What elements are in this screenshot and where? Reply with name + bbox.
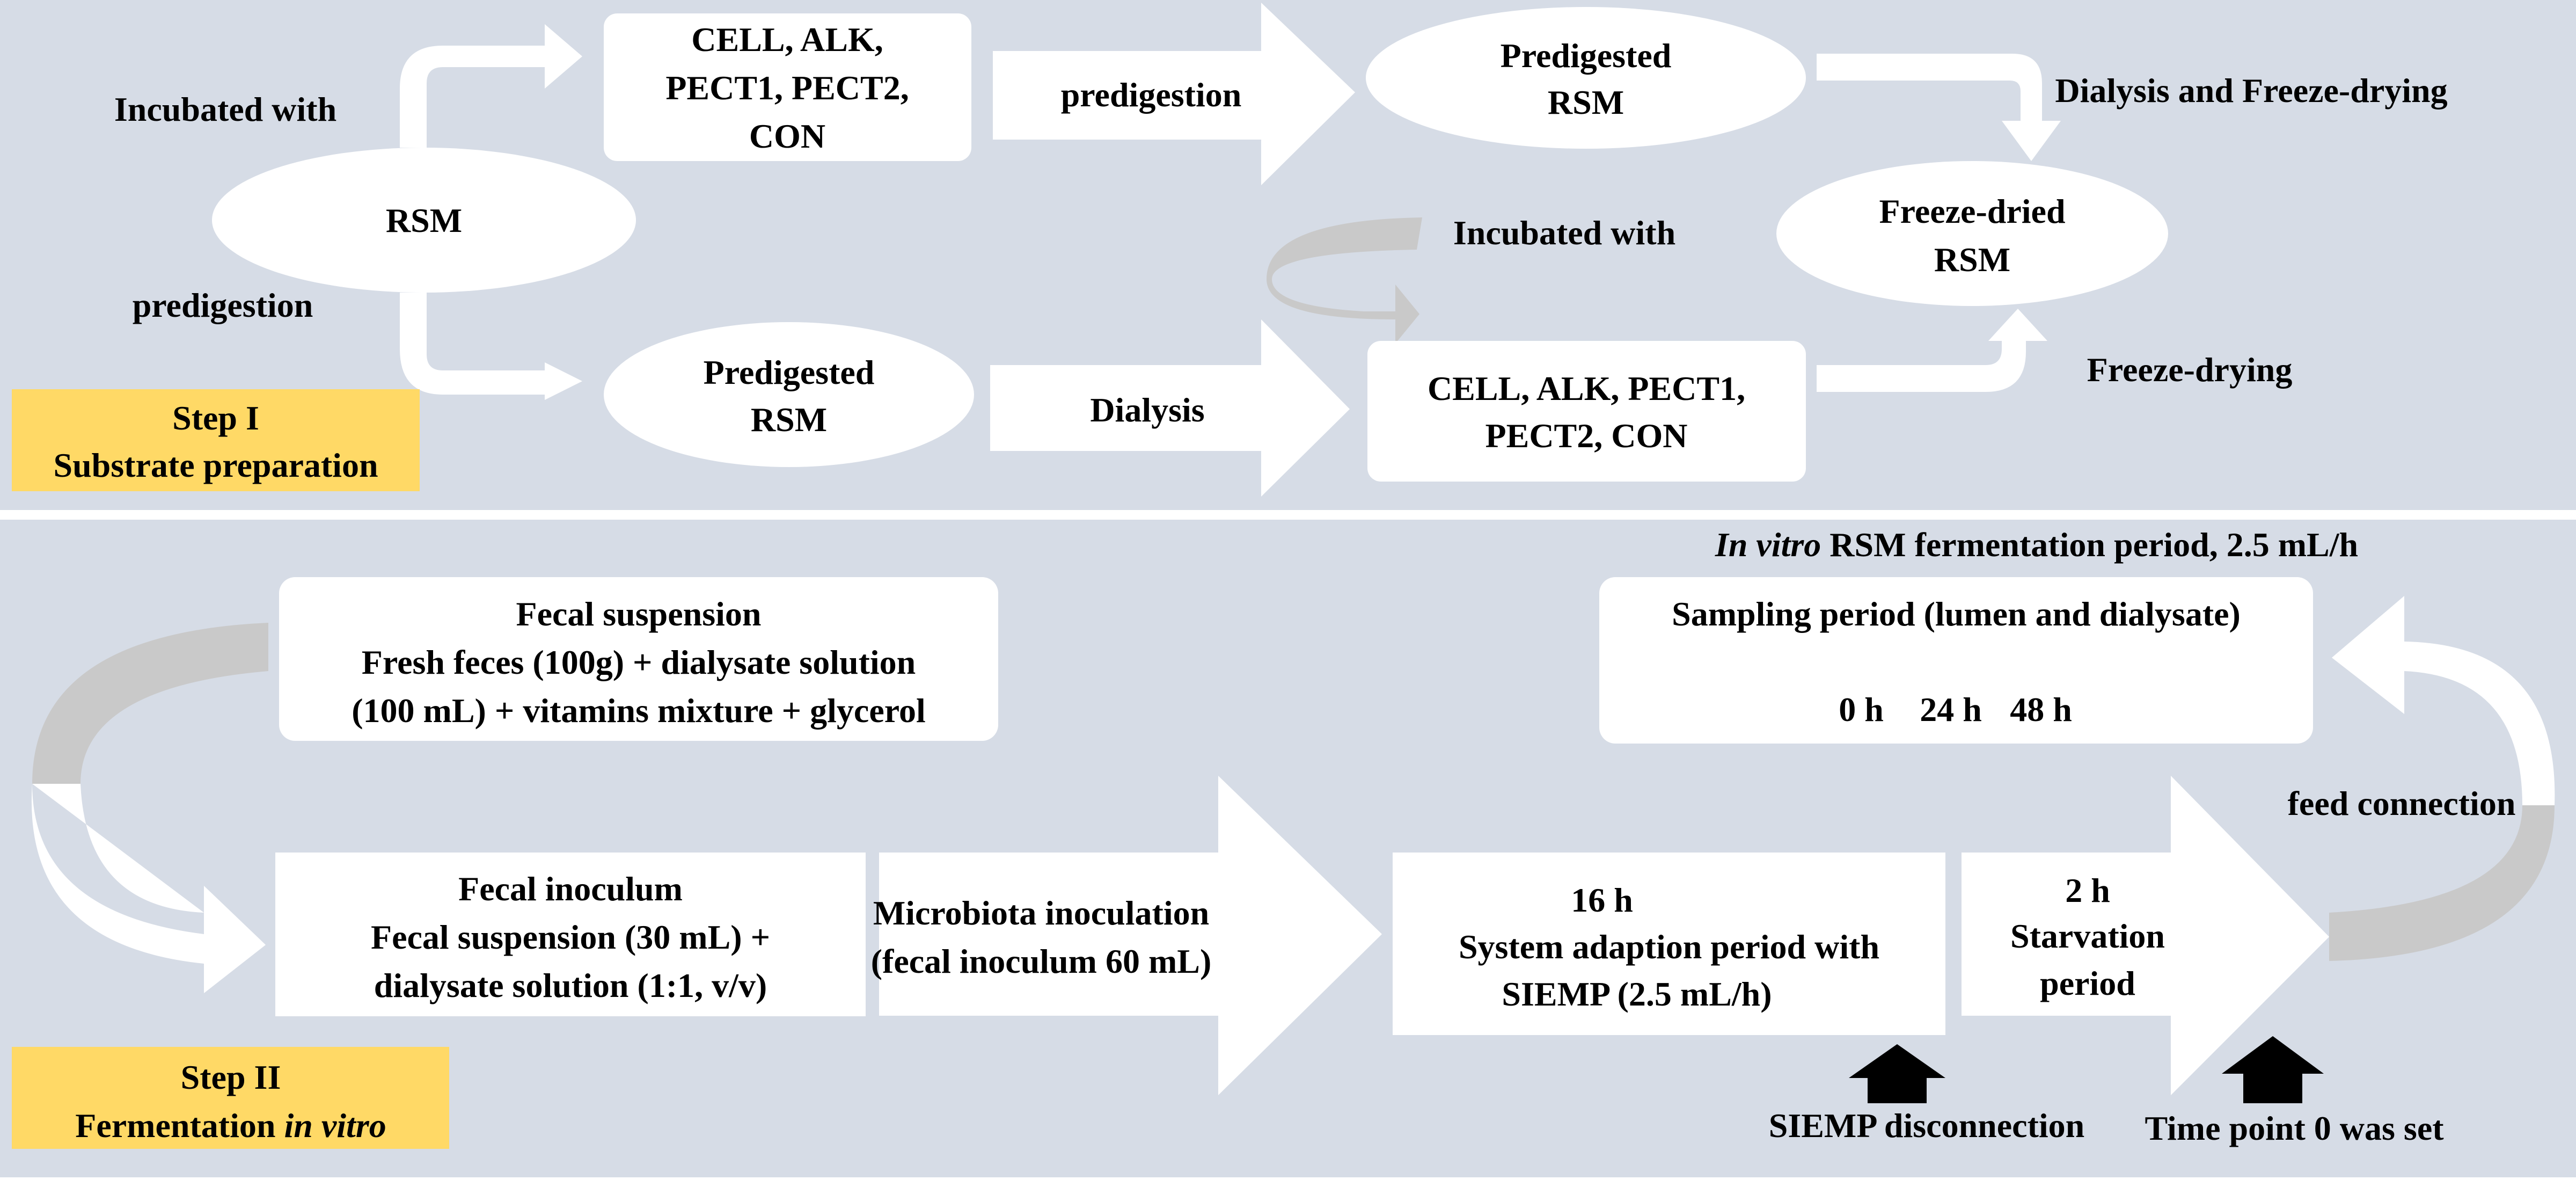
time-24h: 24 h bbox=[1920, 690, 1982, 729]
rsm-label: RSM bbox=[386, 201, 462, 239]
step1-label-box bbox=[12, 389, 420, 491]
freeze-dried-ellipse bbox=[1776, 161, 2168, 306]
sampling-box bbox=[1599, 577, 2313, 744]
predigestion-block-arrow bbox=[993, 3, 1355, 185]
time-0h: 0 h bbox=[1839, 690, 1884, 729]
adaption-line3: SIEMP (2.5 mL/h) bbox=[1502, 975, 1772, 1013]
fecal-inoculum-line3: dialysate solution (1:1, v/v) bbox=[374, 966, 767, 1004]
dialysis-freeze-label: Dialysis and Freeze-drying bbox=[2055, 71, 2447, 110]
left-curved-arrow bbox=[32, 623, 268, 784]
siemp-disconnection-arrow bbox=[1849, 1044, 1945, 1103]
treatments-bottom-line2: PECT2, CON bbox=[1485, 417, 1688, 455]
fecal-suspension-box bbox=[279, 577, 998, 741]
predigested-top-line2: RSM bbox=[1548, 83, 1624, 121]
step1-label-line1: Step I bbox=[172, 399, 259, 437]
predigestion-left-label: predigestion bbox=[133, 286, 313, 324]
fecal-inoculum-line1: Fecal inoculum bbox=[458, 870, 683, 908]
predigestion-arrow-label: predigestion bbox=[1061, 76, 1242, 114]
adaption-box bbox=[1393, 853, 1945, 1035]
treatments-bottom-box bbox=[1367, 341, 1806, 482]
fecal-inoculum-line2: Fecal suspension (30 mL) + bbox=[371, 918, 770, 956]
treatments-top-line2: PECT1, PECT2, bbox=[665, 69, 909, 107]
fecal-suspension-line3: (100 mL) + vitamins mixture + glycerol bbox=[352, 691, 926, 730]
feed-connection-curve-upper bbox=[2332, 596, 2555, 805]
microbiota-line1: Microbiota inoculation bbox=[873, 894, 1209, 932]
microbiota-block-arrow bbox=[879, 776, 1382, 1095]
fecal-suspension-line2: Fresh feces (100g) + dialysate solution bbox=[362, 643, 916, 681]
predigested-bottom-ellipse bbox=[604, 322, 974, 467]
dialysis-arrow-label: Dialysis bbox=[1090, 391, 1204, 429]
predigested-top-ellipse bbox=[1366, 7, 1806, 149]
time-48h: 48 h bbox=[2010, 690, 2072, 729]
feed-connection-curve-lower bbox=[2329, 805, 2555, 961]
left-curved-arrow-lower bbox=[31, 784, 266, 993]
siemp-disconnection-label: SIEMP disconnection bbox=[1769, 1106, 2085, 1145]
feed-connection-label: feed connection bbox=[2288, 784, 2516, 822]
step2-label-line1: Step II bbox=[181, 1058, 281, 1096]
freeze-drying-elbow-arrow bbox=[1817, 309, 2047, 392]
rsm-up-elbow-arrow bbox=[400, 24, 582, 148]
treatments-top-line3: CON bbox=[749, 117, 825, 155]
treatments-top-line1: CELL, ALK, bbox=[691, 20, 883, 59]
time-point-label: Time point 0 was set bbox=[2145, 1109, 2444, 1147]
dialysis-freeze-elbow-arrow bbox=[1817, 54, 2061, 161]
freeze-dried-line2: RSM bbox=[1934, 241, 2010, 279]
rsm-down-elbow-arrow bbox=[400, 293, 582, 400]
sampling-title: Sampling period (lumen and dialysate) bbox=[1672, 595, 2241, 633]
fermentation-period-title: In vitro RSM fermentation period, 2.5 mL… bbox=[1715, 526, 2358, 564]
adaption-line2: System adaption period with bbox=[1459, 928, 1879, 966]
incubated-with-bottom-label: Incubated with bbox=[1453, 214, 1675, 252]
step2-label-line2: Fermentation in vitro bbox=[75, 1106, 386, 1145]
incubated-with-top-label: Incubated with bbox=[114, 90, 336, 128]
predigested-bottom-line1: Predigested bbox=[704, 353, 875, 391]
predigested-top-line1: Predigested bbox=[1501, 37, 1672, 75]
incubated-with-curve bbox=[1267, 217, 1422, 344]
time-point-arrow bbox=[2222, 1036, 2324, 1103]
treatments-bottom-line1: CELL, ALK, PECT1, bbox=[1428, 369, 1745, 407]
freeze-dried-line1: Freeze-dried bbox=[1879, 192, 2065, 230]
rsm-ellipse bbox=[212, 148, 636, 293]
starvation-line3: period bbox=[2040, 964, 2135, 1002]
step2-label-box bbox=[12, 1047, 449, 1149]
dialysis-block-arrow bbox=[990, 319, 1350, 497]
fecal-suspension-line1: Fecal suspension bbox=[516, 595, 762, 633]
starvation-line1: 2 h bbox=[2065, 871, 2110, 909]
microbiota-line2: (fecal inoculum 60 mL) bbox=[871, 942, 1212, 980]
predigested-bottom-line2: RSM bbox=[751, 400, 827, 439]
starvation-line2: Starvation bbox=[2010, 917, 2165, 955]
freeze-drying-label: Freeze-drying bbox=[2087, 351, 2293, 389]
fecal-inoculum-box bbox=[275, 853, 866, 1016]
treatments-top-box bbox=[604, 13, 971, 161]
adaption-line1: 16 h bbox=[1571, 881, 1633, 919]
step1-label-line2: Substrate preparation bbox=[53, 446, 378, 484]
starvation-block-arrow bbox=[1962, 776, 2329, 1095]
